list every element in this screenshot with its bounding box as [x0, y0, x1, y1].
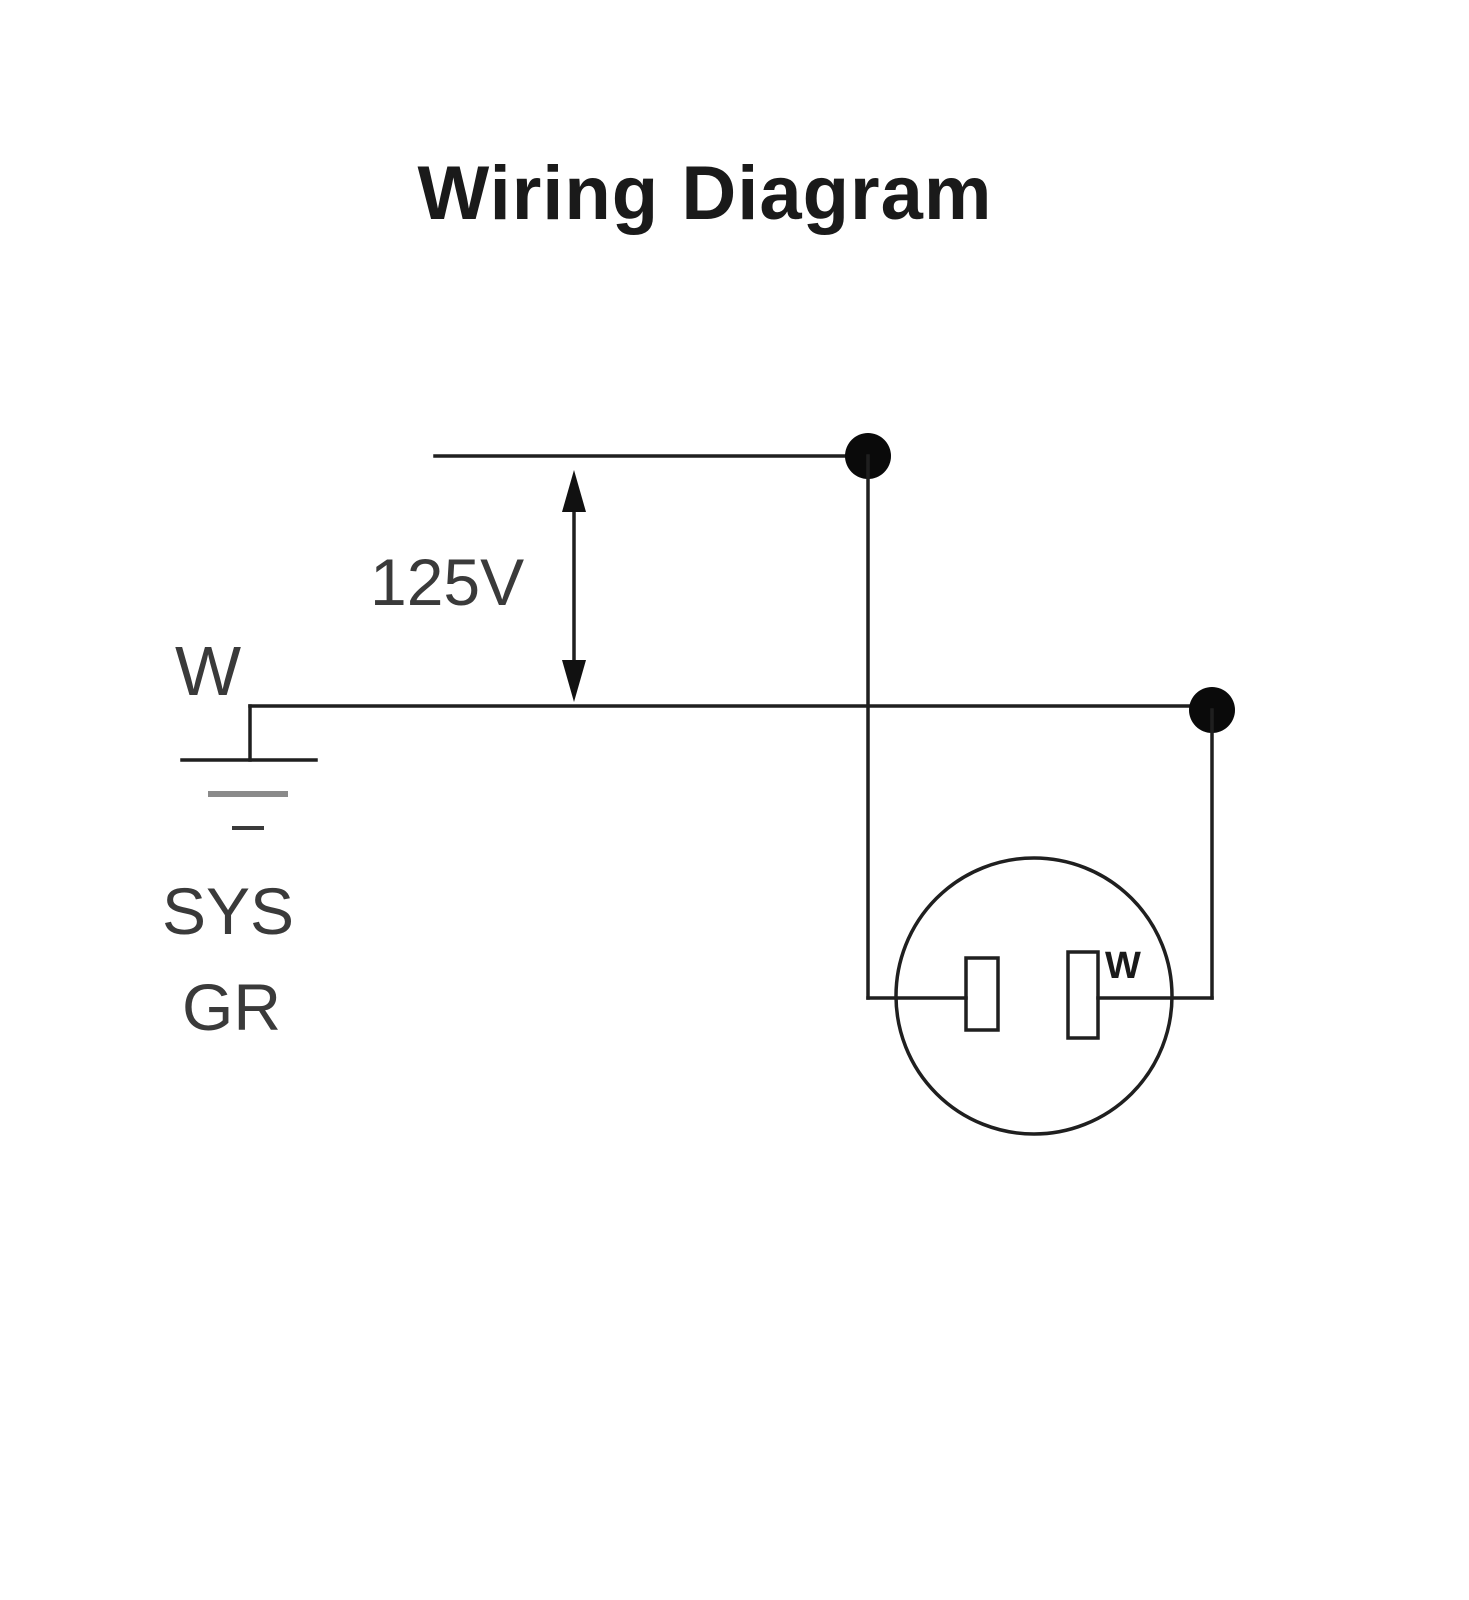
receptacle	[894, 856, 1174, 1136]
ground-label-sys: SYS	[162, 874, 294, 948]
ground-label-gr: GR	[182, 970, 281, 1044]
hot-slot	[964, 956, 1000, 1032]
diagram-title: Wiring Diagram	[417, 151, 993, 236]
ground-symbol	[180, 704, 318, 830]
voltage-label: 125V	[370, 545, 524, 619]
neutral-slot	[1066, 950, 1100, 1040]
neutral-slot-label: W	[1105, 945, 1141, 987]
neutral-label: W	[175, 632, 241, 710]
voltage-arrow	[562, 470, 586, 702]
